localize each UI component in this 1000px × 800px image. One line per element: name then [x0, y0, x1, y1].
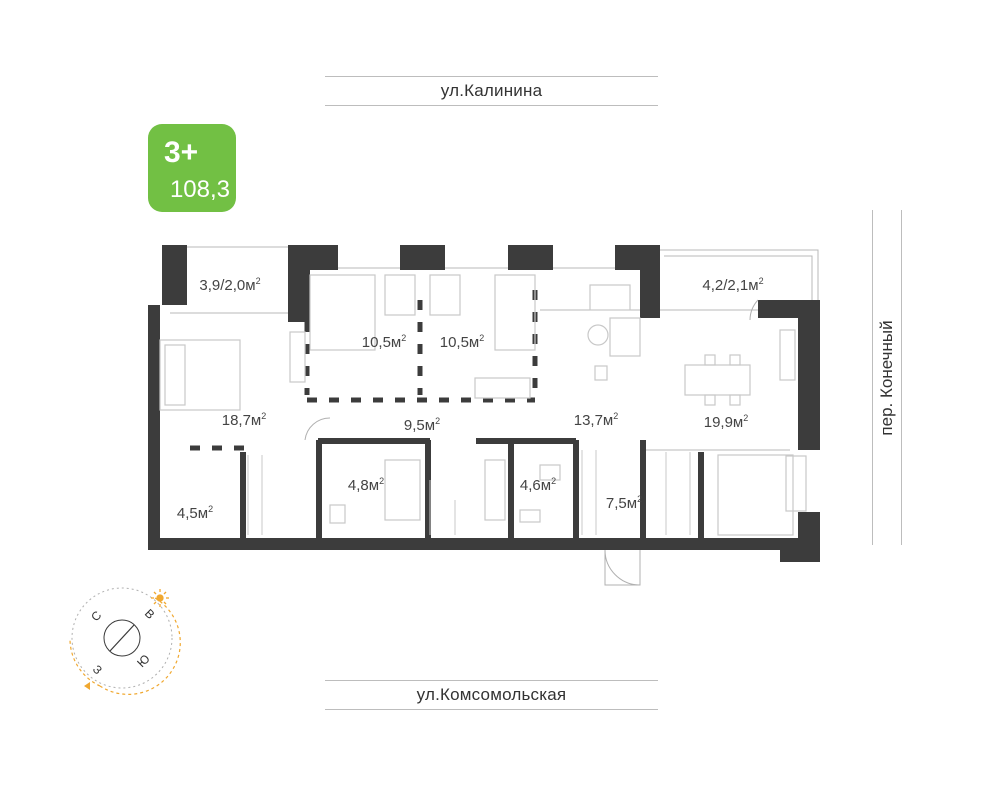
- room-area-unit: 2: [208, 504, 214, 514]
- compass-needle: [109, 624, 135, 652]
- balcony-right-outline: [660, 249, 819, 300]
- compass-north: С: [88, 608, 104, 624]
- compass-east: В: [142, 606, 158, 622]
- room-area-unit: 2: [743, 413, 749, 423]
- room-area-kitchen: 19,9м2: [704, 413, 749, 431]
- room-area-unit: 2: [613, 411, 619, 421]
- compass-west: З: [90, 662, 105, 677]
- room-area-value: 4,8м: [347, 477, 380, 494]
- room-area-unit: 2: [479, 333, 485, 343]
- apartment-badge: 3+ 108,3: [148, 124, 236, 212]
- room-area-bathroom-1: 4,8м2: [348, 476, 384, 494]
- room-area-value: 4,6м: [519, 477, 552, 494]
- street-label-right: пер. Конечный: [872, 210, 902, 545]
- sun-arrow-icon: [84, 682, 90, 690]
- sun-path: [69, 637, 101, 687]
- street-label-bottom: ул.Комсомольская: [325, 680, 658, 710]
- room-area-unit: 2: [261, 411, 267, 421]
- room-area-unit: 2: [551, 476, 557, 486]
- wardrobes: [247, 450, 691, 535]
- room-area-entrance: 7,5м2: [606, 494, 642, 512]
- room-area-bedroom-2: 10,5м2: [440, 333, 485, 351]
- doors: [304, 299, 759, 586]
- room-area-unit: 2: [255, 276, 261, 286]
- room-area-value: 10,5м: [439, 334, 480, 351]
- furniture: [159, 274, 807, 536]
- room-area-living: 13,7м2: [574, 411, 619, 429]
- room-area-bedroom-1: 10,5м2: [362, 333, 407, 351]
- room-area-value: 4,2/2,1м: [702, 277, 759, 294]
- sun-icon: [151, 589, 169, 607]
- compass-south: Ю: [134, 652, 152, 670]
- room-area-wardrobe: 4,5м2: [177, 504, 213, 522]
- room-area-value: 9,5м: [403, 417, 436, 434]
- compass-rose: С В Ю З: [69, 587, 181, 695]
- room-area-unit: 2: [379, 476, 385, 486]
- room-area-value: 19,9м: [703, 414, 744, 431]
- badge-area: 108,3: [169, 176, 230, 203]
- room-area-unit: 2: [637, 494, 643, 504]
- room-area-balcony-left: 3,9/2,0м2: [199, 276, 260, 294]
- room-area-value: 13,7м: [573, 412, 614, 429]
- room-area-value: 7,5м: [605, 495, 638, 512]
- room-area-balcony-right: 4,2/2,1м2: [702, 276, 763, 294]
- room-area-unit: 2: [435, 416, 441, 426]
- room-area-hall: 9,5м2: [404, 416, 440, 434]
- room-area-value: 4,5м: [176, 505, 209, 522]
- room-area-value: 3,9/2,0м: [199, 277, 256, 294]
- room-area-value: 10,5м: [361, 334, 402, 351]
- street-label-top: ул.Калинина: [325, 76, 658, 106]
- dashed-partitions: [190, 290, 538, 451]
- room-area-master-bedroom: 18,7м2: [222, 411, 267, 429]
- walls: [148, 245, 820, 562]
- room-area-value: 18,7м: [221, 412, 262, 429]
- room-area-unit: 2: [401, 333, 407, 343]
- badge-rooms: 3+: [164, 136, 199, 169]
- room-area-unit: 2: [758, 276, 764, 286]
- room-area-bathroom-2: 4,6м2: [520, 476, 556, 494]
